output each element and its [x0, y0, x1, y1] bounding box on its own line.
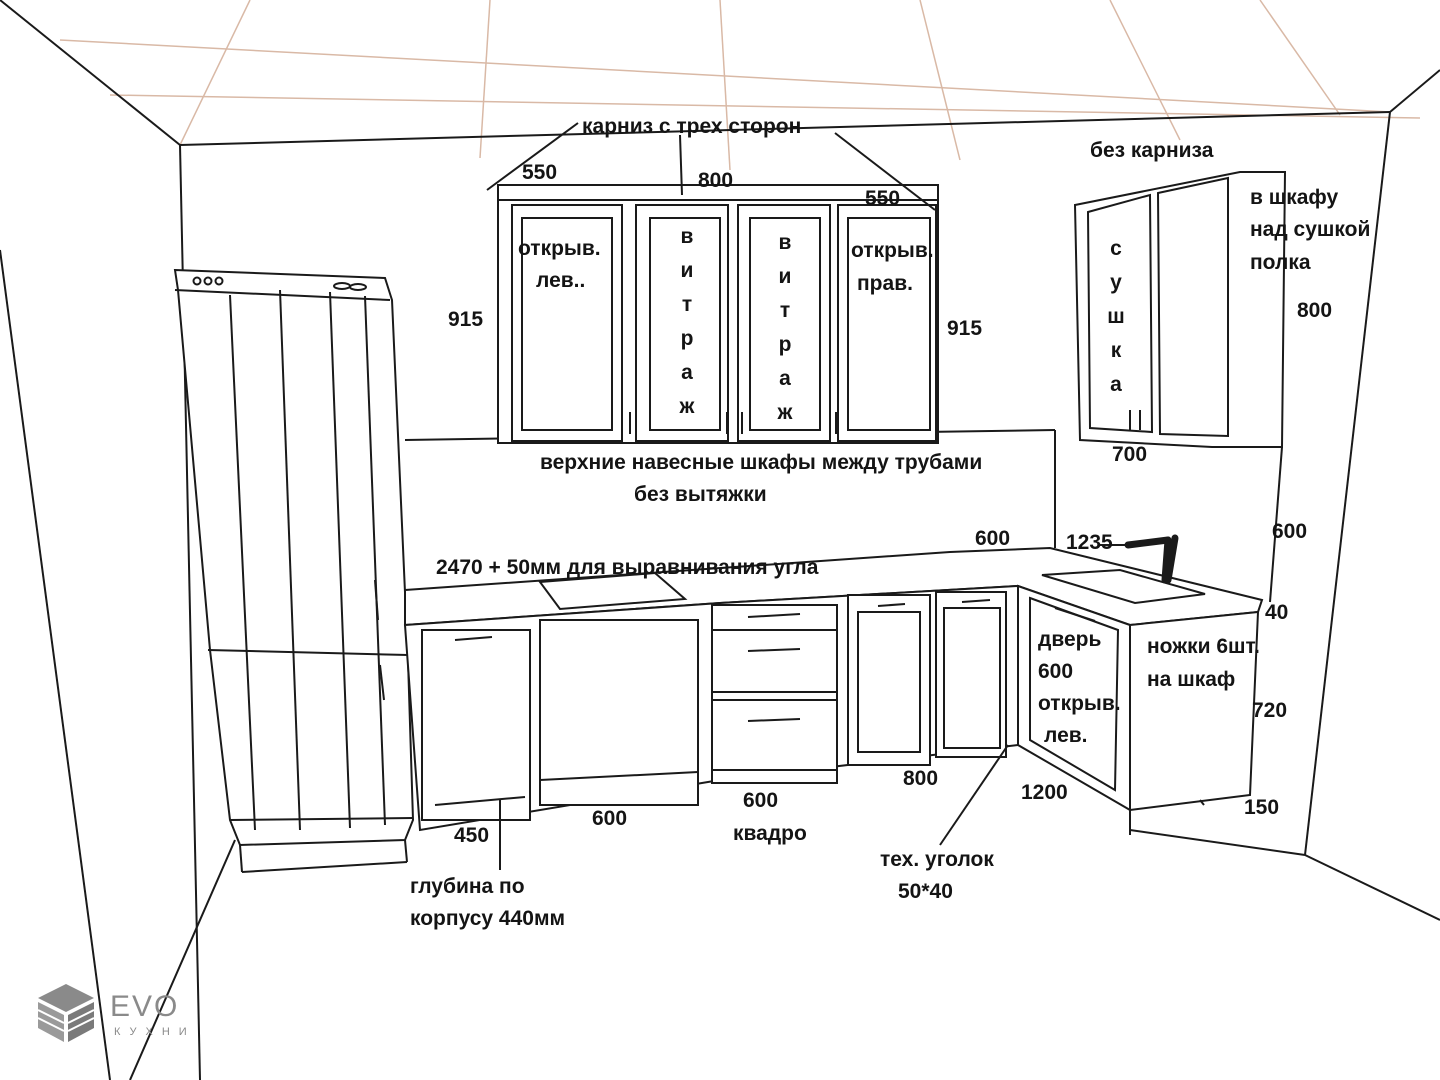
dim-600-drawers: 600 — [743, 789, 779, 812]
label-vitrage-right: в и т р а ж — [773, 226, 797, 430]
label-door-3: открыв. — [1038, 692, 1121, 715]
drying-letter: с — [1110, 237, 1122, 260]
faucet — [1124, 534, 1179, 584]
label-legs-1: ножки 6шт. — [1147, 635, 1260, 658]
dim-700: 700 — [1112, 443, 1148, 466]
vitrage-letter: р — [778, 333, 792, 356]
corner-base-cabinet — [1017, 584, 1260, 835]
label-countertop: 2470 + 50мм для выравнивания угла — [436, 556, 819, 579]
label-cornice-three-sides: карниз с трех сторон — [582, 115, 802, 138]
logo-word: EVO — [110, 990, 180, 1023]
label-open-right-1: открыв. — [851, 239, 934, 262]
dim-550-right: 550 — [865, 187, 901, 210]
base-cabinets — [403, 584, 1019, 832]
drying-letter: к — [1110, 339, 1122, 362]
vitrage-letter: ж — [777, 401, 793, 424]
label-depth-2: корпусу 440мм — [410, 907, 566, 930]
fridge-vents — [192, 276, 367, 291]
label-tech-corner-1: тех. уголок — [880, 848, 994, 871]
vitrage-letter: и — [680, 259, 694, 282]
label-door-2: 600 — [1038, 660, 1074, 683]
vitrage-letter: т — [779, 299, 791, 322]
dim-600-base: 600 — [592, 807, 628, 830]
label-no-hood: без вытяжки — [634, 483, 767, 506]
vitrage-letter: и — [778, 265, 792, 288]
label-shelf-1: в шкафу — [1250, 186, 1339, 209]
label-shelf-2: над сушкой — [1250, 218, 1371, 241]
label-upper-between-pipes: верхние навесные шкафы между трубами — [540, 451, 983, 474]
label-open-right-2: прав. — [857, 272, 913, 295]
label-tech-corner-2: 50*40 — [898, 880, 953, 903]
label-legs-2: на шкаф — [1147, 668, 1236, 691]
drying-letter: у — [1110, 271, 1122, 294]
refrigerator — [173, 268, 415, 873]
dim-1235: 1235 — [1066, 531, 1113, 554]
label-depth-1: глубина по — [410, 875, 525, 898]
dim-600-wall: 600 — [1272, 520, 1308, 543]
evo-logo: EVO КУХНИ — [34, 980, 214, 1050]
dim-915-right: 915 — [947, 317, 983, 340]
backsplash — [1054, 430, 1283, 603]
dim-800-top: 800 — [698, 169, 734, 192]
leader-lines — [486, 122, 1205, 870]
vitrage-letter: в — [778, 231, 792, 254]
dim-550-left: 550 — [522, 161, 558, 184]
vitrage-letter: в — [680, 225, 694, 248]
upper-cabinets — [497, 184, 939, 444]
drying-letter: ш — [1107, 305, 1125, 328]
label-shelf-3: полка — [1250, 251, 1311, 274]
cube-icon — [37, 984, 95, 1042]
dim-150: 150 — [1244, 796, 1280, 819]
dim-800-base: 800 — [903, 767, 939, 790]
label-door-1: дверь — [1038, 628, 1102, 651]
dim-450: 450 — [454, 824, 490, 847]
label-open-left-2: лев.. — [536, 269, 586, 292]
drying-letter: а — [1110, 373, 1122, 396]
dim-600-counter: 600 — [975, 527, 1011, 550]
dim-800-right-wall: 800 — [1297, 299, 1333, 322]
corner-upper-cabinets — [1073, 171, 1287, 448]
dim-720: 720 — [1252, 699, 1288, 722]
label-door-4: лев. — [1044, 724, 1088, 747]
label-no-cornice: без карниза — [1090, 139, 1214, 162]
label-open-left-1: открыв. — [518, 237, 601, 260]
vitrage-letter: р — [680, 327, 694, 350]
label-drying: с у ш к а — [1104, 232, 1128, 402]
vitrage-letter: т — [681, 293, 693, 316]
vitrage-letter: а — [779, 367, 791, 390]
dim-915-left: 915 — [448, 308, 484, 331]
label-kvadro: квадро — [733, 822, 807, 845]
vitrage-letter: а — [681, 361, 693, 384]
label-vitrage-left: в и т р а ж — [675, 220, 699, 424]
vitrage-letter: ж — [679, 395, 695, 418]
dim-1200: 1200 — [1021, 781, 1068, 804]
dim-40: 40 — [1265, 601, 1289, 624]
ceiling-grid — [59, 0, 1421, 171]
logo-subtitle: КУХНИ — [114, 1026, 196, 1038]
